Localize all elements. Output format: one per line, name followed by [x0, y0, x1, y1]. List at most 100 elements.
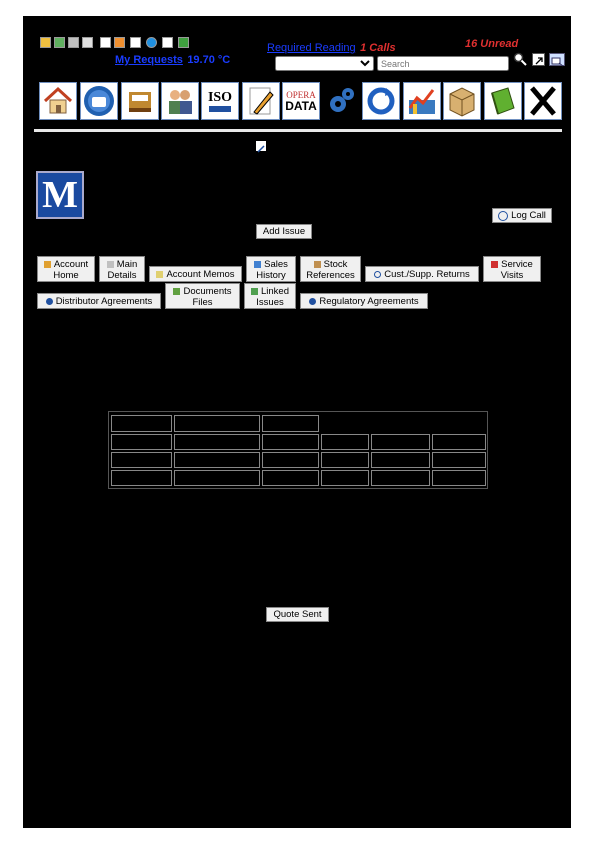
tab-label: References — [306, 270, 355, 281]
refresh-icon[interactable] — [362, 82, 400, 120]
edit-pencil-icon[interactable] — [242, 82, 280, 120]
status-icon-6[interactable] — [114, 37, 125, 48]
tab-label: Files — [192, 297, 213, 308]
users-icon[interactable] — [161, 82, 199, 120]
table-cell — [321, 470, 369, 486]
tab-distributor-agreements[interactable]: Distributor Agreements — [37, 293, 161, 309]
tab-label: Account — [53, 259, 89, 270]
quote-sent-label: Quote Sent — [273, 609, 322, 620]
tab-label: Distributor Agreements — [55, 296, 153, 307]
table-cell — [321, 452, 369, 468]
status-icon-8[interactable] — [146, 37, 157, 48]
required-reading-row: Required Reading 1 Calls — [267, 38, 396, 56]
tab-label: Details — [107, 270, 137, 281]
my-requests-link[interactable]: My Requests — [115, 54, 183, 66]
documents-icon — [173, 287, 181, 295]
opera-data-icon[interactable]: OPERA DATA — [282, 82, 320, 120]
temperature-readout: 19.70 °C — [187, 54, 231, 66]
register-icon[interactable] — [121, 82, 159, 120]
search-input[interactable] — [377, 56, 509, 71]
tab-label: Stock — [323, 259, 348, 270]
home-icon[interactable] — [39, 82, 77, 120]
unread-count[interactable]: 16 Unread — [465, 38, 519, 50]
tab-label: Visits — [500, 270, 524, 281]
memo-icon — [156, 270, 164, 278]
header-divider — [34, 129, 562, 132]
tab-label: Linked — [261, 286, 289, 297]
log-call-icon — [498, 210, 509, 221]
table-cell — [371, 434, 430, 450]
reports-chart-icon[interactable] — [403, 82, 441, 120]
tab-label: Documents — [183, 286, 232, 297]
search-icon[interactable] — [513, 52, 527, 66]
phone-icon[interactable] — [80, 82, 118, 120]
tab-label: Regulatory Agreements — [319, 296, 419, 307]
status-icon-9[interactable] — [162, 37, 173, 48]
status-icon-10[interactable] — [178, 37, 189, 48]
tab-label: Sales — [264, 259, 288, 270]
quote-sent-button[interactable]: Quote Sent — [266, 607, 329, 622]
table-header-cell — [262, 415, 319, 432]
regulatory-icon — [309, 297, 317, 305]
my-requests-row: My Requests 19.70 °C — [115, 50, 230, 68]
package-box-icon[interactable] — [443, 82, 481, 120]
tab-label: Issues — [256, 297, 284, 308]
page-frame — [23, 16, 571, 828]
tab-regulatory-agreements[interactable]: Regulatory Agreements — [300, 293, 428, 309]
table-cell — [111, 452, 172, 468]
status-icon-5[interactable] — [100, 37, 111, 48]
table-cell — [111, 470, 172, 486]
log-call-button[interactable]: Log Call — [492, 208, 552, 223]
table-cell — [262, 434, 319, 450]
add-issue-button[interactable]: Add Issue — [256, 224, 312, 239]
edit-small-icon[interactable] — [256, 141, 266, 153]
data-table — [108, 411, 488, 489]
table-cell — [432, 452, 486, 468]
search-scope-select[interactable] — [275, 56, 374, 71]
status-icon-4[interactable] — [82, 37, 93, 48]
table-cell — [262, 452, 319, 468]
linked-icon — [251, 287, 258, 295]
calls-count[interactable]: 1 Calls — [360, 42, 396, 54]
tab-label: History — [256, 270, 286, 281]
book-icon[interactable] — [484, 82, 522, 120]
main-details-icon — [106, 260, 114, 268]
status-icon-7[interactable] — [130, 37, 141, 48]
required-reading-link[interactable]: Required Reading — [267, 42, 356, 54]
sales-chart-icon — [254, 260, 262, 268]
gears-icon[interactable] — [323, 82, 361, 120]
tab-label: Home — [53, 270, 79, 281]
table-cell — [371, 452, 430, 468]
status-icon-1[interactable] — [40, 37, 51, 48]
company-logo: M — [36, 171, 84, 219]
table-cell — [432, 470, 486, 486]
returns-icon — [374, 270, 382, 278]
tab-account-memos[interactable]: Account Memos — [149, 266, 242, 282]
table-header-cell — [174, 415, 260, 432]
close-x-icon[interactable] — [524, 82, 562, 120]
distributor-icon — [45, 297, 53, 305]
table-cell — [321, 434, 369, 450]
status-icon-3[interactable] — [68, 37, 79, 48]
logo-letter: M — [42, 174, 78, 216]
table-header-cell — [111, 415, 172, 432]
data-label: DATA — [285, 98, 317, 113]
tab-label: Account Memos — [166, 269, 235, 280]
table-cell — [111, 434, 172, 450]
table-cell — [371, 470, 430, 486]
tab-label: Service — [501, 259, 533, 270]
iso-icon[interactable]: ISO — [201, 82, 239, 120]
account-home-icon — [43, 260, 51, 268]
status-icon-2[interactable] — [54, 37, 65, 48]
tab-cust-supp-returns[interactable]: Cust./Supp. Returns — [365, 266, 479, 282]
open-window-icon[interactable] — [532, 53, 545, 66]
screen-share-icon[interactable] — [549, 53, 565, 67]
opera-label: OPERA — [286, 89, 316, 100]
